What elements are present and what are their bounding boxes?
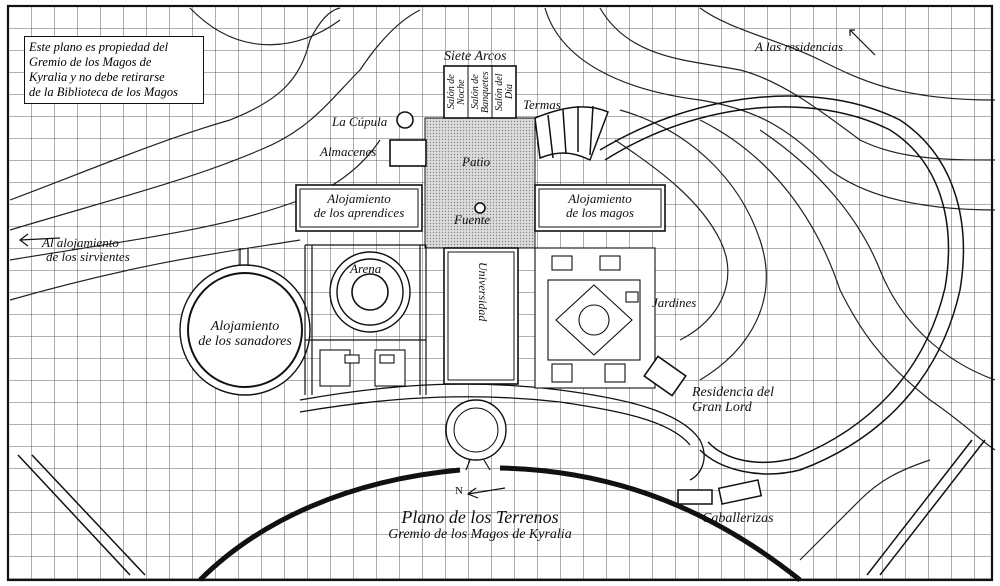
label-arena: Arena bbox=[350, 261, 382, 276]
label-fuente: Fuente bbox=[454, 212, 491, 227]
map-title: Plano de los Terrenos bbox=[401, 507, 559, 527]
label-salon-dia: Salón del Día bbox=[494, 73, 515, 111]
stable-1 bbox=[677, 489, 713, 505]
label-almacenes: Almacenes bbox=[320, 144, 377, 159]
map-subtitle: Gremio de los Magos de Kyralia bbox=[388, 527, 572, 542]
label-north: N bbox=[455, 485, 463, 497]
fountain bbox=[474, 202, 486, 214]
magicians-building bbox=[534, 184, 666, 232]
cupula-dome bbox=[396, 111, 414, 129]
apprentices-building bbox=[295, 184, 423, 232]
servants-arrow bbox=[19, 233, 29, 247]
label-healers: Alojamiento de los sanadores bbox=[198, 319, 292, 349]
label-servants: Al alojamiento de los sirvientes bbox=[42, 235, 130, 264]
termas-building bbox=[534, 105, 609, 162]
map-border bbox=[6, 4, 994, 582]
label-siete-arcos: Siete Arcos bbox=[444, 49, 507, 64]
label-apprentices: Alojamiento de los aprendices bbox=[313, 191, 405, 220]
outer-wall-left bbox=[198, 467, 461, 582]
label-residence: Residencia del Gran Lord bbox=[692, 385, 775, 415]
high-lord-residence bbox=[643, 355, 687, 397]
north-arrow bbox=[466, 487, 479, 499]
notice-line: Este plano es propiedad del bbox=[29, 40, 169, 54]
road-outer bbox=[599, 95, 965, 475]
label-termas: Termas bbox=[523, 97, 561, 112]
outer-wall-right bbox=[499, 465, 802, 582]
label-salon-noche: Salón de Noche bbox=[446, 74, 467, 110]
notice-line: Gremio de los Magos de bbox=[29, 55, 152, 69]
label-gardens: Jardines bbox=[652, 295, 697, 310]
label-stables: Caballerizas bbox=[702, 511, 774, 526]
notice-line: Kyralia y no debe retirarse bbox=[29, 70, 165, 84]
road-inner bbox=[604, 106, 950, 464]
healers-circle bbox=[179, 264, 311, 396]
label-to-residences: A las residencias bbox=[755, 39, 844, 54]
contour-lines bbox=[9, 7, 996, 561]
patio-area bbox=[424, 117, 536, 249]
label-university: Universidad bbox=[476, 262, 490, 322]
label-magicians: Alojamiento de los magos bbox=[566, 191, 634, 220]
roundabout bbox=[445, 399, 507, 461]
gardens bbox=[534, 247, 656, 389]
ownership-notice: Este plano es propiedad del Gremio de lo… bbox=[24, 36, 204, 104]
almacenes-building bbox=[389, 139, 427, 167]
label-patio: Patio bbox=[462, 154, 491, 169]
stable-2 bbox=[717, 479, 763, 505]
notice-line: de la Biblioteca de los Magos bbox=[29, 85, 178, 99]
label-salon-banquetes: Salón de Banquetes bbox=[470, 71, 491, 113]
siete-arcos-building bbox=[443, 65, 517, 119]
university-building bbox=[443, 247, 519, 385]
label-cupula: La Cúpula bbox=[332, 114, 388, 129]
arena bbox=[329, 251, 411, 333]
